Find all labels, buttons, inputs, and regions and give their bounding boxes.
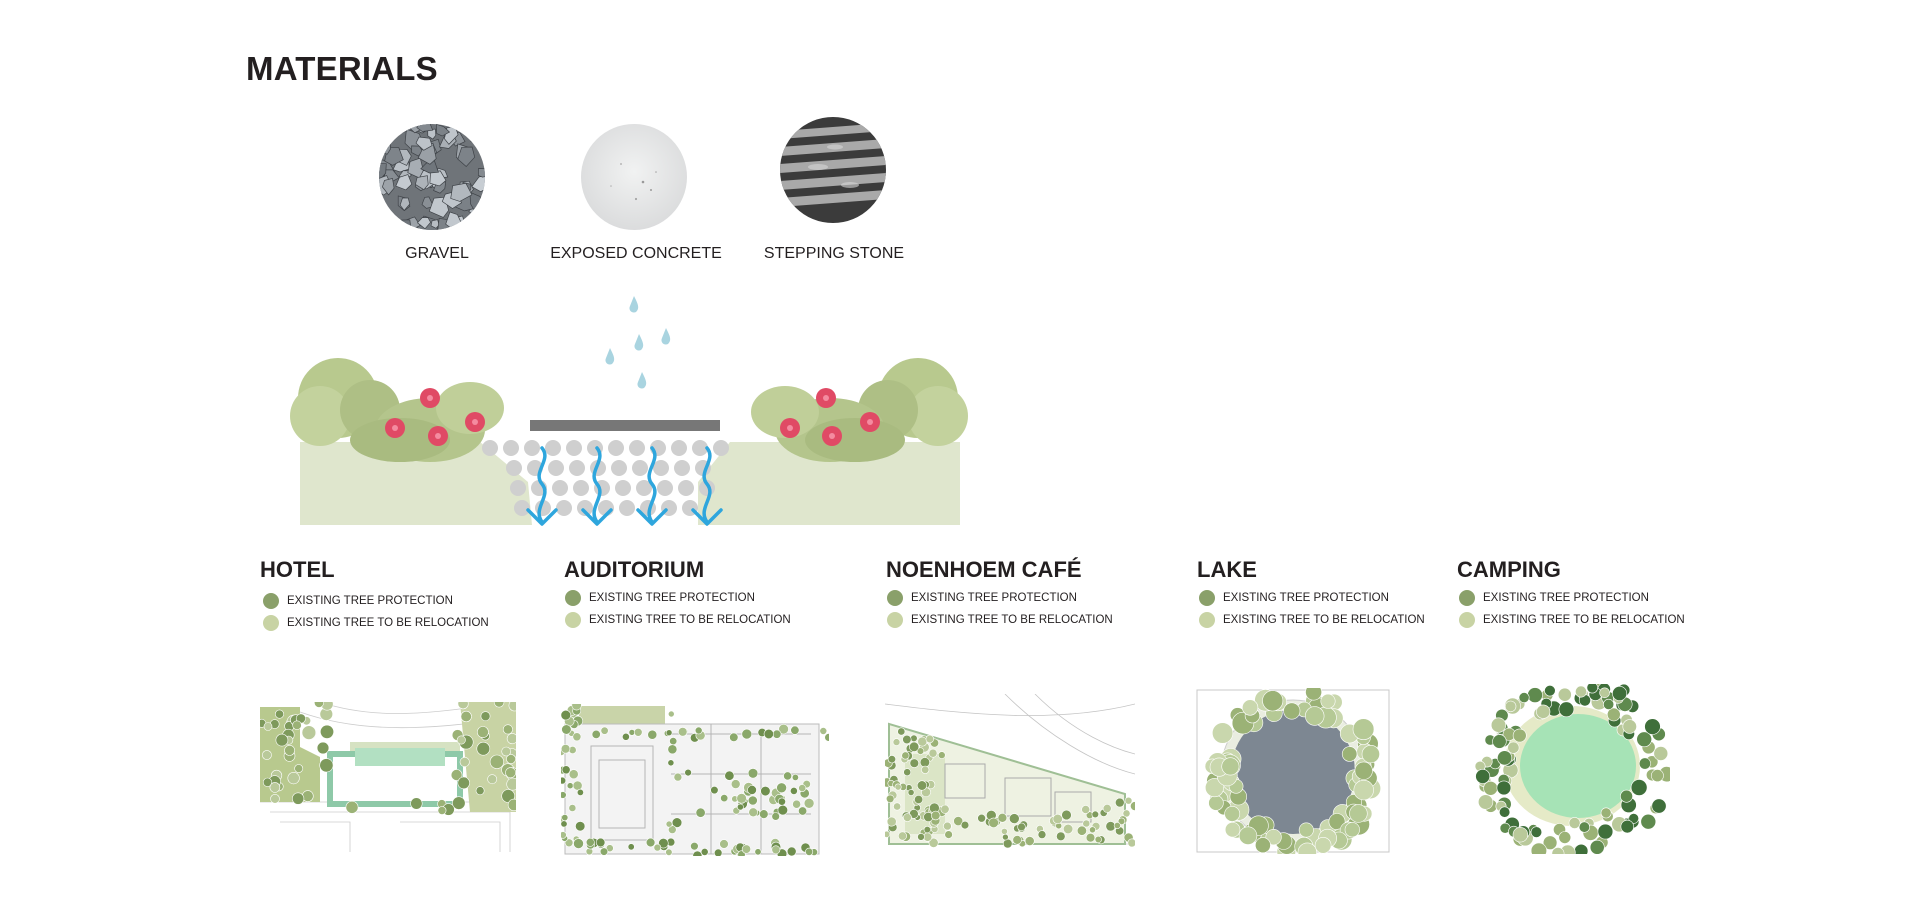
legend-label-protection: EXISTING TREE PROTECTION xyxy=(1483,592,1649,604)
camping-lawn xyxy=(1520,714,1636,818)
infiltration-arrows xyxy=(526,446,723,526)
legend-dot-protection xyxy=(887,590,903,606)
legend-dot-protection xyxy=(1459,590,1475,606)
ground-left xyxy=(300,442,532,525)
concrete-slab xyxy=(530,420,720,431)
legend-lake: EXISTING TREE PROTECTION EXISTING TREE T… xyxy=(1199,587,1425,631)
site-plan-noenhoem-cafe xyxy=(885,694,1135,852)
legend-label-protection: EXISTING TREE PROTECTION xyxy=(1223,592,1389,604)
drainage-section-illustration xyxy=(290,296,968,526)
area-title-hotel: HOTEL xyxy=(260,557,335,582)
legend-label-protection: EXISTING TREE PROTECTION xyxy=(589,592,755,604)
site-plan-hotel xyxy=(260,702,516,854)
legend-label-relocation: EXISTING TREE TO BE RELOCATION xyxy=(911,614,1113,626)
legend-label-protection: EXISTING TREE PROTECTION xyxy=(287,595,453,607)
material-label-stepping-stone: STEPPING STONE xyxy=(763,245,905,262)
legend-camping: EXISTING TREE PROTECTION EXISTING TREE T… xyxy=(1459,587,1685,631)
legend-dot-protection xyxy=(565,590,581,606)
area-title-auditorium: AUDITORIUM xyxy=(564,557,705,582)
legend-dot-protection xyxy=(263,593,279,609)
flowers xyxy=(385,388,880,446)
area-title-noenhoem-cafe: NOENHOEM CAFÉ xyxy=(886,557,1082,582)
legend-dot-relocation xyxy=(1459,612,1475,628)
legend-hotel: EXISTING TREE PROTECTION EXISTING TREE T… xyxy=(263,590,489,634)
legend-dot-relocation xyxy=(1199,612,1215,628)
area-title-lake: LAKE xyxy=(1197,557,1257,582)
legend-label-relocation: EXISTING TREE TO BE RELOCATION xyxy=(287,617,489,629)
legend-dot-relocation xyxy=(263,615,279,631)
legend-label-protection: EXISTING TREE PROTECTION xyxy=(911,592,1077,604)
gravel-swatch xyxy=(379,124,485,230)
site-plan-auditorium xyxy=(561,704,829,856)
material-label-gravel: GRAVEL xyxy=(405,245,469,262)
legend-noenhoem-cafe: EXISTING TREE PROTECTION EXISTING TREE T… xyxy=(887,587,1113,631)
lake-water xyxy=(1231,710,1355,834)
rain-drops xyxy=(605,296,671,389)
area-title-camping: CAMPING xyxy=(1457,557,1561,582)
page-title: MATERIALS xyxy=(246,50,438,87)
legend-dot-protection xyxy=(1199,590,1215,606)
legend-label-relocation: EXISTING TREE TO BE RELOCATION xyxy=(1223,614,1425,626)
site-plan-camping xyxy=(1460,684,1670,854)
legend-label-relocation: EXISTING TREE TO BE RELOCATION xyxy=(1483,614,1685,626)
legend-dot-relocation xyxy=(565,612,581,628)
legend-dot-relocation xyxy=(887,612,903,628)
site-plan-lake xyxy=(1195,688,1391,854)
material-label-exposed-concrete: EXPOSED CONCRETE xyxy=(550,245,722,262)
legend-label-relocation: EXISTING TREE TO BE RELOCATION xyxy=(589,614,791,626)
stepping-stone-swatch xyxy=(780,117,886,223)
ground-right xyxy=(698,442,960,525)
legend-auditorium: EXISTING TREE PROTECTION EXISTING TREE T… xyxy=(565,587,791,631)
shrubs-left xyxy=(290,358,504,462)
exposed-concrete-swatch xyxy=(581,124,687,230)
